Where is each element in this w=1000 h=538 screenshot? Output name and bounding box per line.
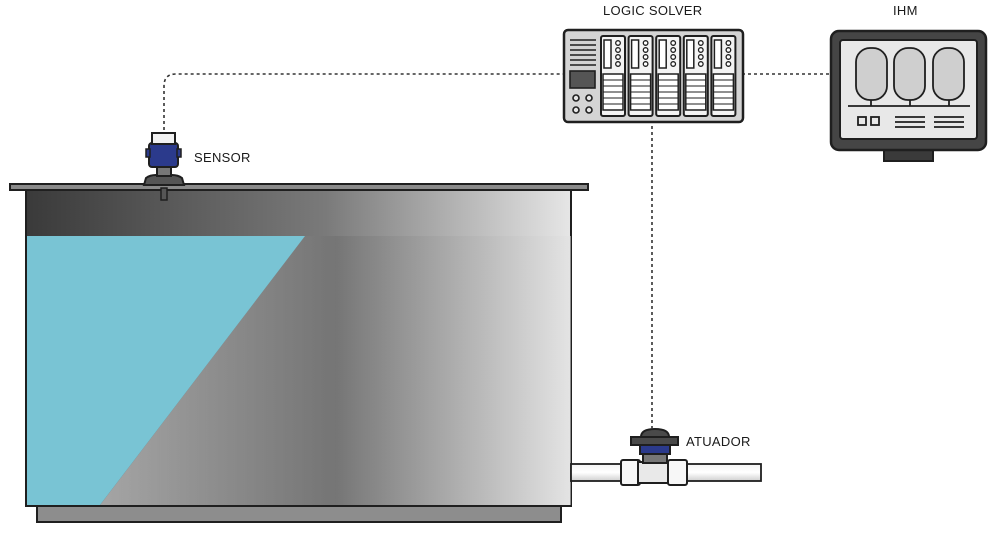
pipe	[570, 459, 762, 486]
sensor-device	[142, 132, 186, 201]
sensor-clip-left	[145, 148, 151, 158]
ihm-tank-2	[893, 47, 926, 101]
signal-lines	[163, 73, 832, 428]
tank-base	[36, 504, 562, 523]
tank	[9, 183, 589, 523]
ihm-label: IHM	[893, 3, 918, 18]
io-module	[627, 35, 654, 117]
sensor-stem	[160, 187, 168, 201]
io-module	[655, 35, 682, 117]
logic-solver-io-modules	[600, 35, 737, 117]
ihm-device	[829, 29, 988, 162]
tank-lid	[9, 183, 589, 191]
actuator-top-plate	[630, 436, 679, 446]
sensor-signal-line	[163, 73, 566, 130]
ihm-tank-3	[932, 47, 965, 101]
actuator-dome	[639, 427, 671, 438]
tank-body-lower-shade	[100, 236, 571, 505]
valve-flange-right	[667, 459, 688, 486]
ihm-tank-1	[855, 47, 888, 101]
sensor-clip-right	[176, 148, 182, 158]
logic-solver-label: LOGIC SOLVER	[603, 3, 703, 18]
logic-solver-display	[569, 70, 596, 89]
io-module	[682, 35, 709, 117]
water	[27, 236, 305, 505]
sensor-cap	[151, 132, 176, 145]
logic-solver-device	[562, 28, 745, 124]
io-module	[710, 35, 737, 117]
sensor-body	[148, 142, 179, 168]
logic-solver-knobs	[572, 94, 593, 114]
ihm-screen-graphics	[848, 47, 970, 128]
io-module	[600, 35, 626, 117]
sensor-label: SENSOR	[194, 150, 251, 165]
actuator-device	[630, 427, 679, 464]
logic-solver-cpu-vents	[570, 39, 596, 66]
actuator-label: ATUADOR	[686, 434, 751, 449]
valve-body	[637, 461, 671, 484]
